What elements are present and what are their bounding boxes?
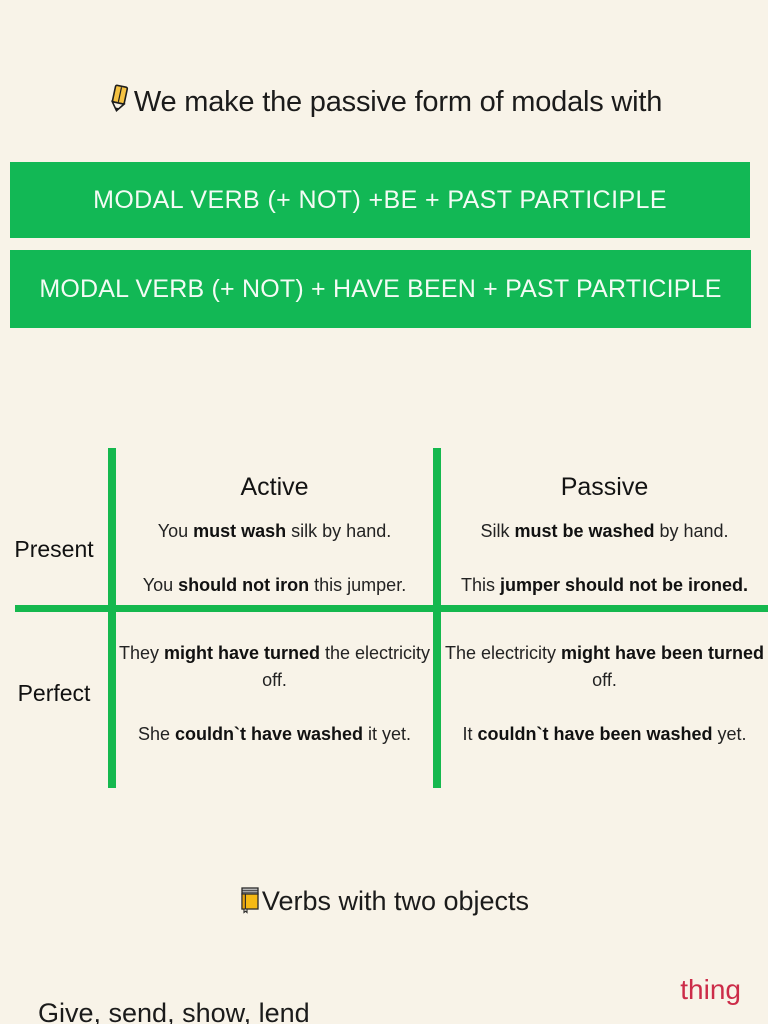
table-cell-present-active-1: You must wash silk by hand. [116,518,433,545]
table-cell-perfect-active-2: She couldn`t have washed it yet. [116,721,433,748]
sentence-prefix: It [462,724,478,744]
table-cell-perfect-active-1: They might have turned the electricity o… [116,640,433,694]
table-row-label-perfect: Perfect [17,680,91,706]
sentence-prefix: They [118,643,164,663]
formula-banner-present: MODAL VERB (+ NOT) +BE + PAST PARTICIPLE [10,162,750,238]
pencil-icon [106,84,132,114]
table-column-header-passive: Passive [560,473,649,501]
sentence-highlight: should not iron [178,575,310,595]
sentence-prefix: This [460,575,500,595]
table-cell-perfect-passive-2: It couldn`t have been washed yet. [441,721,768,748]
formula-banner-perfect-text: MODAL VERB (+ NOT) + HAVE BEEN + PAST PA… [39,274,722,303]
formula-banner-present-text: MODAL VERB (+ NOT) +BE + PAST PARTICIPLE [93,185,667,214]
sentence-highlight: couldn`t have washed [174,724,364,744]
sentence-prefix: She [137,724,175,744]
table-vertical-rule-right [433,448,441,788]
table-vertical-rule-left [108,448,116,788]
page-title-text: We make the passive form of modals with [133,86,663,118]
sentence-highlight: might have been turned [561,643,765,663]
sentence-prefix: You [157,521,194,541]
sentence-suffix: silk by hand. [286,521,392,541]
table-cell-perfect-passive-1: The electricity might have been turned o… [441,640,768,694]
table-cell-present-active-2: You should not iron this jumper. [116,572,433,599]
sentence-suffix: by hand. [654,521,729,541]
sentence-suffix: yet. [712,724,747,744]
book-icon [239,886,261,914]
sentence-suffix: off. [592,670,617,690]
active-passive-table: Active Passive Present Perfect You must … [0,440,768,800]
sentence-prefix: You [142,575,179,595]
sentence-highlight: jumper should not be ironed. [500,575,749,595]
sentence-prefix: The electricity [444,643,561,663]
sentence-highlight: must be washed [514,521,655,541]
sentence-highlight: might have turned [163,643,320,663]
table-row-label-present: Present [14,536,94,562]
accent-word-thing: thing [680,974,741,1005]
sentence-highlight: couldn`t have been washed [477,724,713,744]
formula-banner-perfect: MODAL VERB (+ NOT) + HAVE BEEN + PAST PA… [10,250,751,328]
verb-list-text: Give, send, show, lend [38,998,310,1024]
page-title: We make the passive form of modals with [0,84,768,119]
table-cell-present-passive-1: Silk must be washed by hand. [441,518,768,545]
sentence-highlight: must wash [193,521,287,541]
section-title-text: Verbs with two objects [261,886,530,916]
section-title-verbs-two-objects: Verbs with two objects [0,886,768,917]
sentence-suffix: it yet. [363,724,412,744]
sentence-prefix: Silk [480,521,515,541]
table-cell-present-passive-2: This jumper should not be ironed. [441,572,768,599]
table-horizontal-rule [15,605,768,612]
sentence-suffix: the electricity off. [262,643,431,690]
table-column-header-active: Active [240,473,309,501]
sentence-suffix: this jumper. [309,575,407,595]
